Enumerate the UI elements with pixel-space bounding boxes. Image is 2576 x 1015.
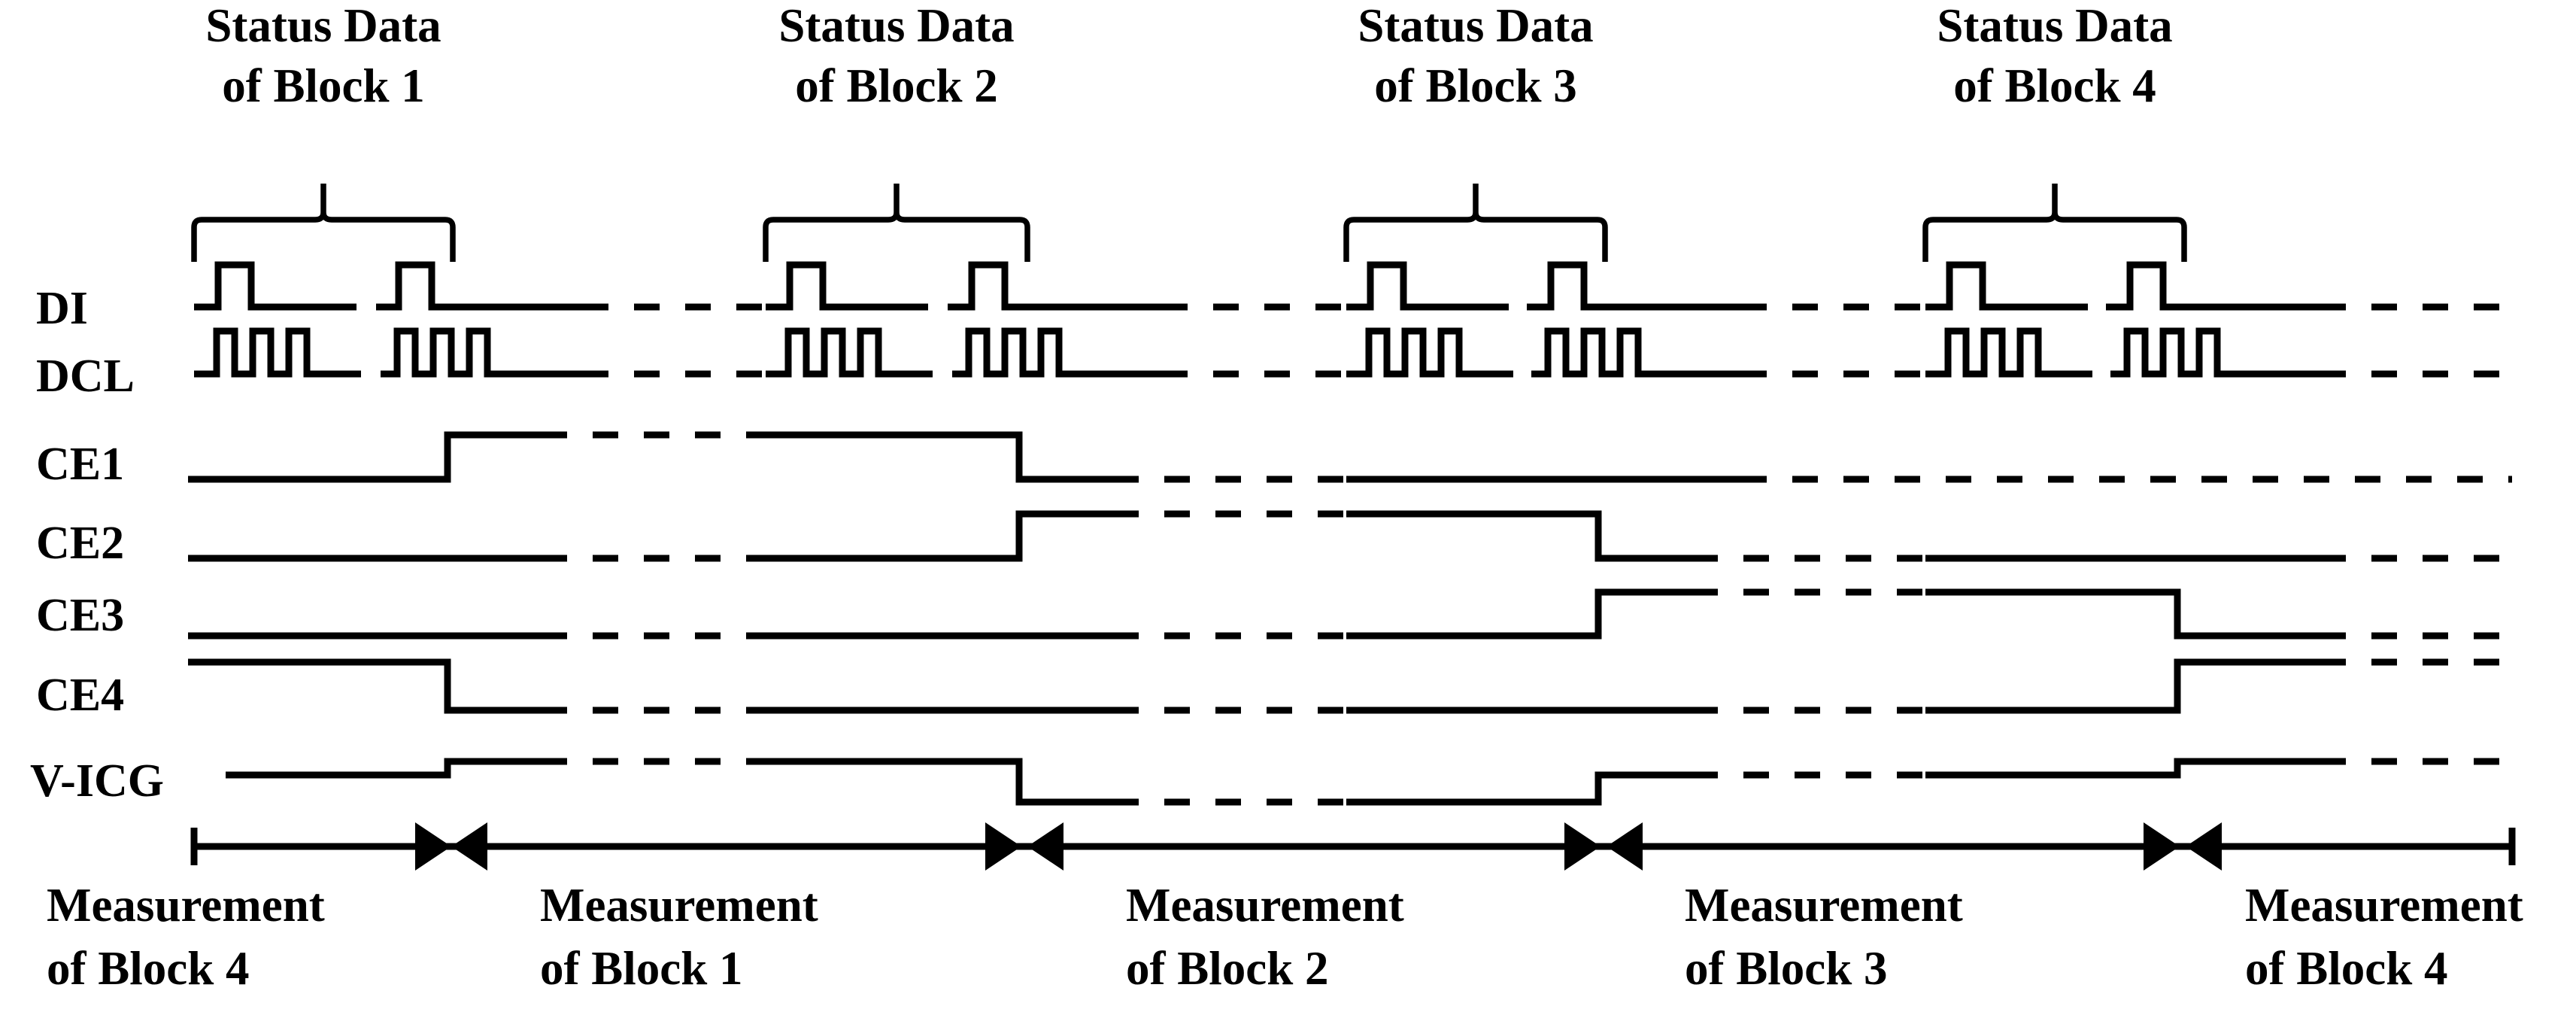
signal-label-ce4: CE4 [36, 670, 124, 721]
signal-label-di: DI [36, 283, 88, 334]
brace-block-4 [1922, 184, 2187, 262]
dcl-burst-b3-1 [1346, 327, 1488, 378]
arrowhead-left-3 [1564, 822, 1601, 871]
di-pulse-b4-p2 [2106, 261, 2320, 311]
vicg-rise-2 [1346, 771, 1692, 806]
waveform-ce4 [188, 658, 2512, 714]
ce3-rise [1346, 588, 1692, 640]
status-header-3-line2: of Block 3 [1374, 59, 1577, 112]
signal-label-ce2: CE2 [36, 518, 124, 569]
vicg-rise-1 [226, 758, 542, 779]
measurement-4-line1: Measurement [2245, 879, 2523, 931]
dcl-burst-b1-2 [381, 327, 583, 378]
arrowhead-right-3 [1607, 822, 1643, 871]
waveform-di [194, 261, 2512, 311]
di-pulse-b1-p2 [376, 261, 583, 311]
measurement-labels: Measurement of Block 4 Measurement of Bl… [47, 879, 2523, 995]
signal-label-ce3: CE3 [36, 590, 124, 641]
dcl-burst-b1-1 [194, 327, 335, 378]
arrowhead-right-4 [2186, 822, 2222, 871]
dcl-burst-b2-2 [952, 327, 1162, 378]
brace-block-1 [191, 184, 456, 262]
measurement-4-line2: of Block 4 [2245, 942, 2448, 995]
measurement-1-line2: of Block 1 [540, 942, 743, 995]
axis-marker-2 [985, 822, 1063, 871]
signal-label-vicg: V-ICG [30, 755, 164, 807]
dcl-burst-b3-2 [1531, 327, 1741, 378]
di-pulse-b2-p1 [766, 261, 903, 311]
status-header-4-line1: Status Data [1937, 0, 2172, 52]
status-header-group-1: Status Data of Block 1 [191, 0, 456, 262]
vicg-fall-1 [763, 758, 1113, 806]
waveform-ce2 [188, 510, 2512, 562]
status-header-4-line2: of Block 4 [1953, 59, 2156, 112]
arrowhead-right-2 [1027, 822, 1063, 871]
waveform-dcl [194, 327, 2512, 378]
arrowhead-left-4 [2144, 822, 2180, 871]
ce2-fall [1346, 510, 1692, 562]
vicg-rise-3 [1925, 758, 2320, 779]
status-header-1-line2: of Block 1 [222, 59, 425, 112]
di-pulse-b3-p2 [1527, 261, 1741, 311]
ce4-rise [1925, 658, 2320, 714]
arrowhead-right-1 [451, 822, 487, 871]
dcl-burst-b4-1 [1925, 327, 2067, 378]
ce1-fall [763, 431, 1113, 483]
axis-marker-3 [1564, 822, 1643, 871]
signal-label-dcl: DCL [36, 351, 135, 402]
axis-marker-1 [415, 822, 487, 871]
arrowhead-left-1 [415, 822, 451, 871]
status-header-group-4: Status Data of Block 4 [1922, 0, 2187, 262]
brace-block-3 [1343, 184, 1608, 262]
status-header-3-line1: Status Data [1358, 0, 1593, 52]
ce1-rise [188, 431, 542, 483]
arrowhead-left-2 [985, 822, 1021, 871]
measurement-3-line2: of Block 3 [1685, 942, 1888, 995]
ce3-fall [1925, 588, 2320, 640]
measurement-3-line1: Measurement [1685, 879, 1963, 931]
measurement-0-line1: Measurement [47, 879, 325, 931]
signal-label-ce1: CE1 [36, 439, 124, 490]
di-pulse-b3-p1 [1346, 261, 1483, 311]
measurement-2-line2: of Block 2 [1126, 942, 1329, 995]
di-pulse-b1-p1 [194, 261, 331, 311]
status-header-group-2: Status Data of Block 2 [763, 0, 1030, 262]
measurement-2-line1: Measurement [1126, 879, 1404, 931]
ce2-rise [763, 510, 1113, 562]
ce4-fall [188, 658, 542, 714]
status-header-group-3: Status Data of Block 3 [1343, 0, 1608, 262]
status-header-1-line1: Status Data [205, 0, 441, 52]
dcl-burst-b2-1 [766, 327, 907, 378]
measurement-0-line2: of Block 4 [47, 942, 250, 995]
waveform-ce3 [188, 588, 2512, 640]
status-header-2-line1: Status Data [778, 0, 1014, 52]
measurement-1-line1: Measurement [540, 879, 818, 931]
waveform-vicg [226, 758, 2512, 806]
brace-block-2 [763, 184, 1030, 262]
status-header-2-line2: of Block 2 [795, 59, 998, 112]
di-pulse-b2-p2 [948, 261, 1162, 311]
di-pulse-b4-p1 [1925, 261, 2062, 311]
measurement-axis [190, 822, 2516, 871]
waveform-ce1 [188, 431, 2512, 483]
dcl-burst-b4-2 [2110, 327, 2320, 378]
axis-marker-4 [2144, 822, 2222, 871]
